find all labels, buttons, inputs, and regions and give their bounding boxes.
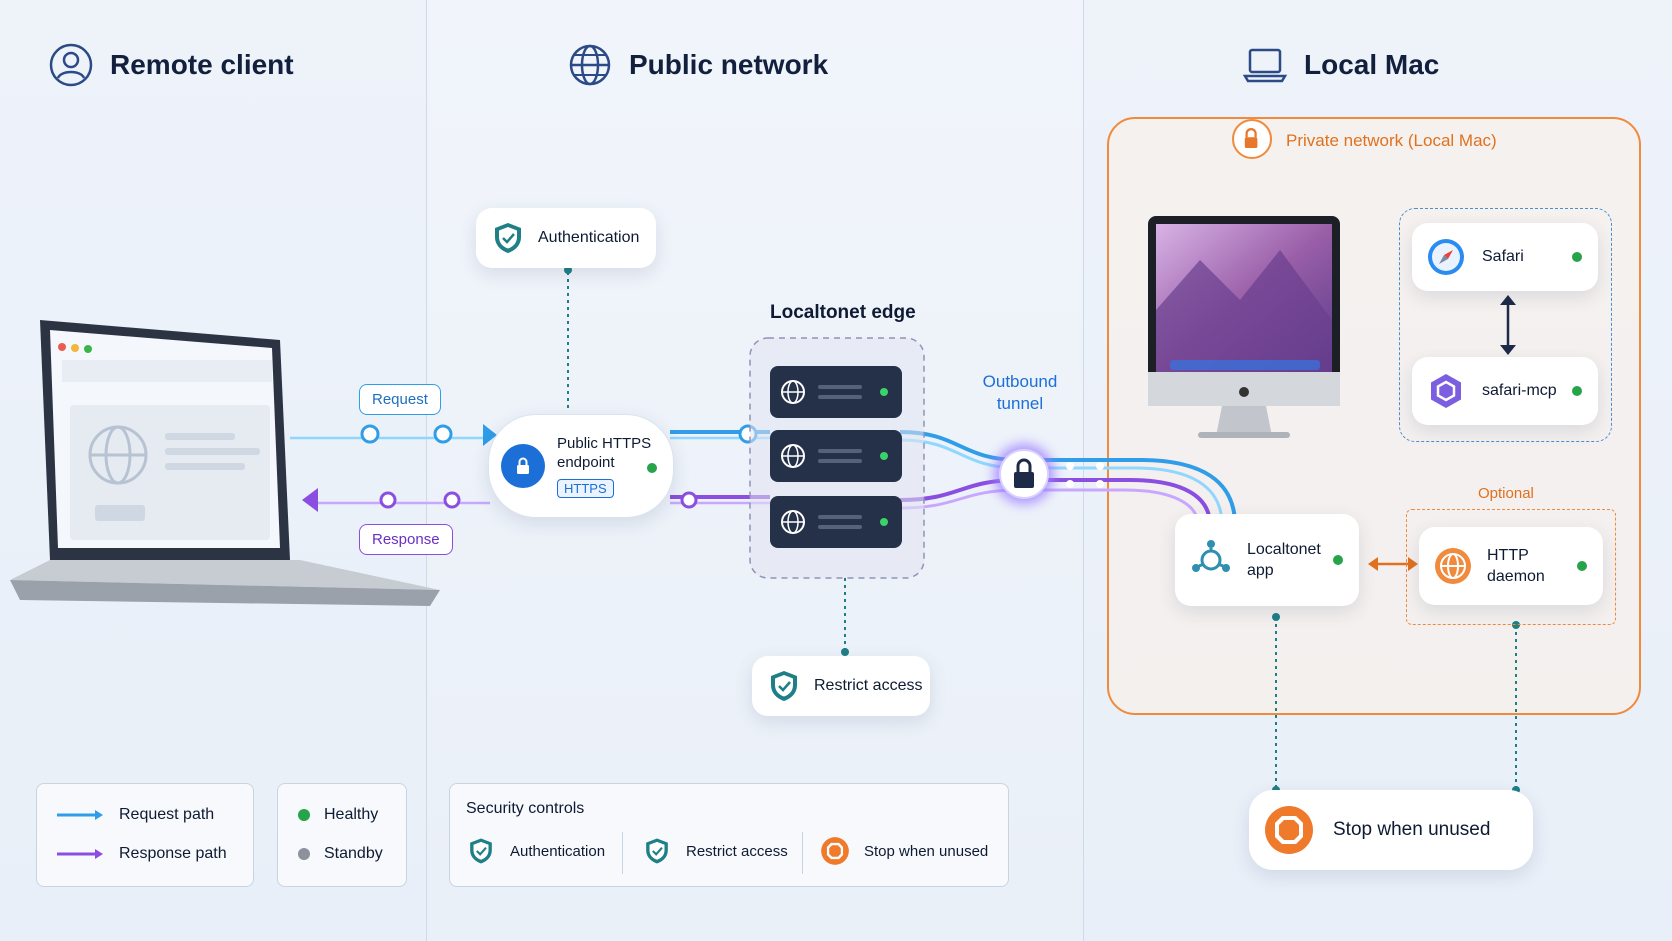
tunnel-label-line2: tunnel <box>996 394 1044 413</box>
healthy-dot-icon <box>298 809 310 821</box>
stop-icon <box>1265 806 1313 854</box>
stop-icon <box>821 837 849 865</box>
endpoint-title-line2: endpoint <box>557 453 615 471</box>
response-label: Response <box>359 524 453 555</box>
endpoint-status-dot <box>647 463 657 473</box>
security-item-label: Authentication <box>510 842 606 860</box>
security-controls-title-row: Security controls <box>466 800 584 818</box>
http-daemon-line2: daemon <box>1487 567 1545 585</box>
private-network-lock-icon <box>1232 119 1272 159</box>
remote-client-title: Remote client <box>110 49 294 80</box>
shield-icon <box>771 671 797 701</box>
localtonet-app-line2: app <box>1247 561 1274 579</box>
shield-icon <box>470 838 492 864</box>
security-item-label: Restrict access <box>686 842 788 860</box>
restrict-access-card: Restrict access <box>752 656 930 716</box>
legend-status: Healthy Standby <box>277 783 407 887</box>
remote-client-header: Remote client <box>48 42 294 88</box>
legend-standby-label: Standby <box>324 845 383 862</box>
http-daemon-line1: HTTP <box>1487 546 1529 564</box>
legend-healthy-row: Healthy <box>298 806 378 824</box>
security-item-label: Stop when unused <box>864 842 989 860</box>
user-icon <box>49 43 93 87</box>
endpoint-title-line1: Public HTTPS <box>557 434 652 452</box>
safari-label: Safari <box>1482 248 1524 265</box>
http-daemon-status-dot <box>1577 561 1587 571</box>
globe-icon <box>1435 548 1471 584</box>
security-item-stop-when-unused: Stop when unused <box>820 836 988 866</box>
network-icon <box>1192 540 1230 572</box>
localtonet-status-dot <box>1333 555 1343 565</box>
public-network-title: Public network <box>629 49 829 80</box>
legend-request-row: Request path <box>55 806 214 824</box>
legend-standby-row: Standby <box>298 845 383 863</box>
local-mac-header: Local Mac <box>1242 42 1439 88</box>
authentication-card-label: Authentication <box>538 229 640 246</box>
standby-dot-icon <box>298 848 310 860</box>
safari-mcp-label: safari-mcp <box>1482 382 1557 399</box>
safari-status-dot <box>1572 252 1582 262</box>
private-network-label: Private network (Local Mac) <box>1286 131 1497 150</box>
security-controls-title: Security controls <box>466 800 585 817</box>
compass-icon <box>1428 239 1464 275</box>
safari-mcp-card: safari-mcp <box>1412 357 1598 425</box>
authentication-card: Authentication <box>476 208 656 268</box>
lock-icon <box>501 444 545 488</box>
optional-daemon-group <box>1406 509 1616 625</box>
http-daemon-card: HTTP daemon <box>1419 527 1603 605</box>
edge-title: Localtonet edge <box>770 302 916 323</box>
outbound-tunnel-label: Outbound tunnel <box>970 371 1070 415</box>
legend-paths: Request path Response path <box>36 783 254 887</box>
security-controls-legend: Security controls Authentication Restric… <box>449 783 1009 887</box>
shield-icon <box>646 838 668 864</box>
security-item-authentication: Authentication <box>466 836 605 866</box>
public-https-endpoint: Public HTTPS endpoint HTTPS <box>488 414 674 518</box>
stop-when-unused-card: Stop when unused <box>1249 790 1533 870</box>
shield-icon <box>495 223 521 253</box>
restrict-access-card-label: Restrict access <box>814 677 923 694</box>
localtonet-app-line1: Localtonet <box>1247 540 1321 558</box>
security-divider <box>622 832 623 874</box>
request-arrow-icon <box>57 810 103 820</box>
browser-group <box>1399 208 1612 442</box>
globe-icon <box>569 44 611 86</box>
public-network-header: Public network <box>567 42 828 88</box>
safari-card: Safari <box>1412 223 1598 291</box>
laptop-icon <box>1242 48 1288 83</box>
legend-request-label: Request path <box>119 806 215 823</box>
request-label: Request <box>359 384 441 415</box>
local-mac-title: Local Mac <box>1304 49 1440 80</box>
security-item-restrict-access: Restrict access <box>642 836 788 866</box>
optional-label: Optional <box>1478 485 1534 502</box>
localtonet-app-card: Localtonet app <box>1175 514 1359 606</box>
legend-healthy-label: Healthy <box>324 806 379 823</box>
hexagon-icon <box>1431 374 1461 408</box>
tunnel-label-line1: Outbound <box>982 372 1058 391</box>
stop-when-unused-label: Stop when unused <box>1333 819 1491 840</box>
legend-response-row: Response path <box>55 845 227 863</box>
security-divider <box>802 832 803 874</box>
legend-response-label: Response path <box>119 845 227 862</box>
response-arrow-icon <box>57 849 103 859</box>
https-badge: HTTPS <box>557 478 614 498</box>
safari-mcp-status-dot <box>1572 386 1582 396</box>
